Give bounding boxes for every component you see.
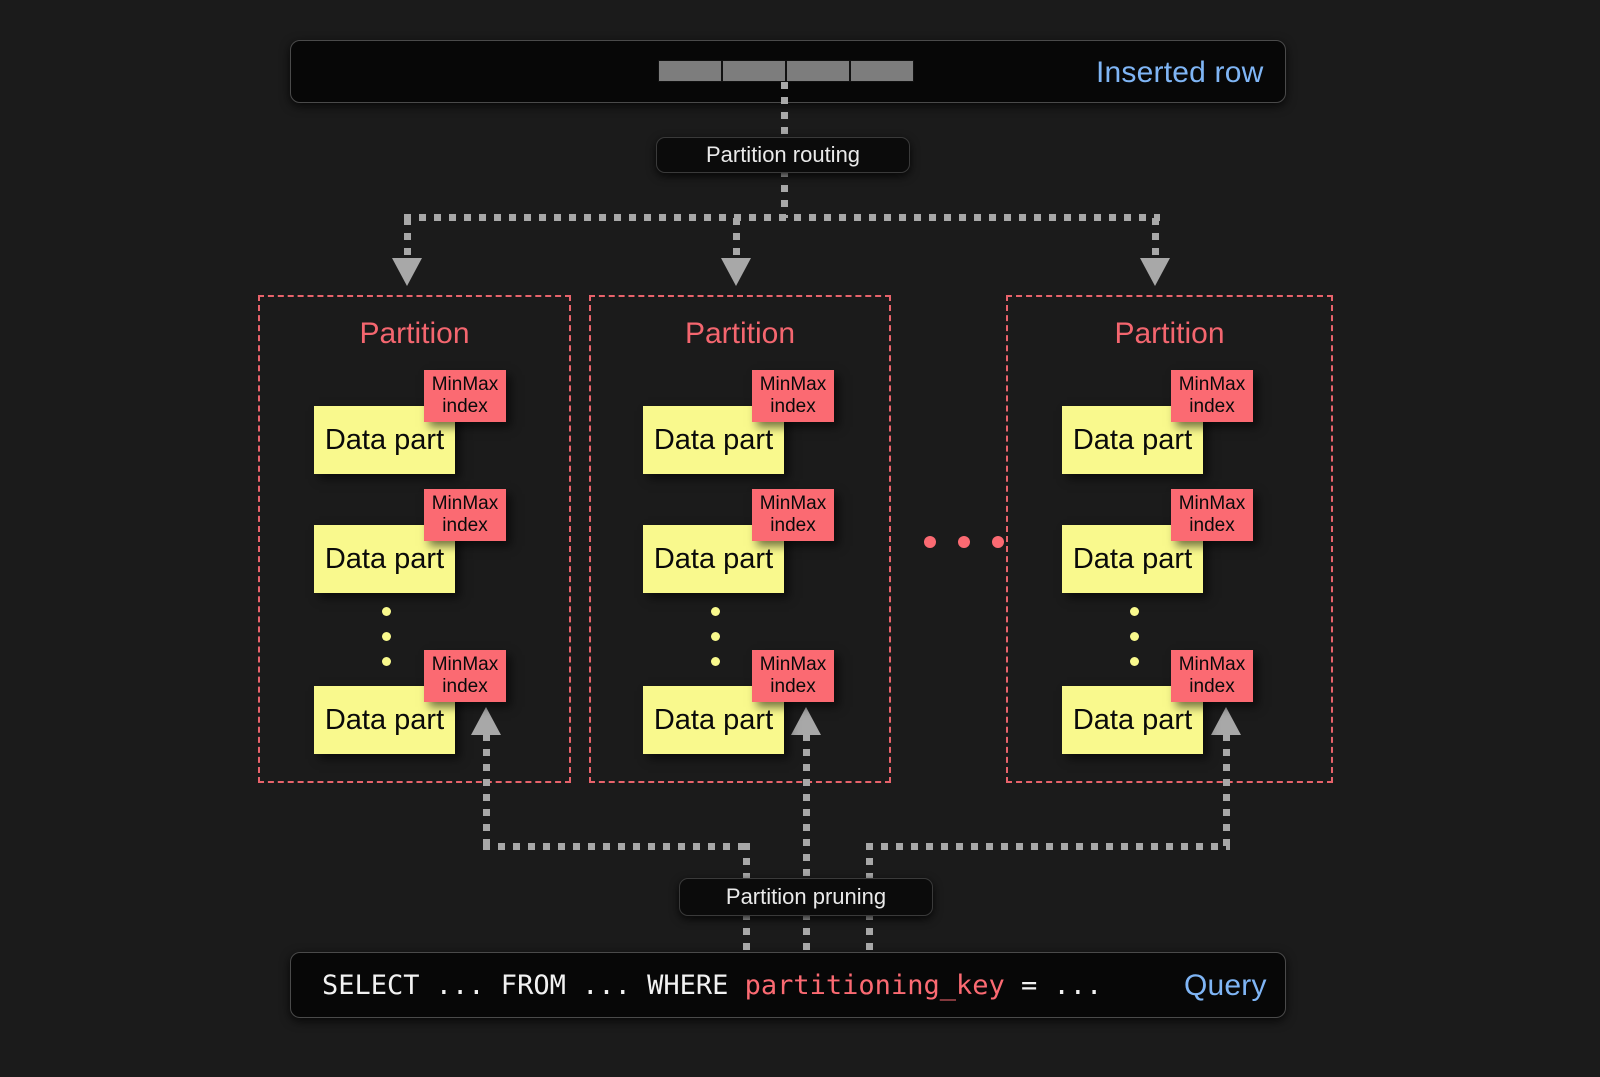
data-part-box: Data part [1062, 686, 1203, 754]
connector-pruning-bus-right [866, 843, 1230, 850]
arrowhead-to-partition-2-read [791, 707, 821, 735]
inserted-row-cells [658, 60, 914, 82]
inserted-row-cell [722, 60, 786, 82]
connector-bus-to-partition-2 [733, 218, 740, 262]
connector-pruning-to-partition-2 [803, 734, 810, 880]
connector-pruning-bus-right-drop [866, 843, 873, 881]
query-label: Query [1184, 969, 1267, 1002]
data-parts-ellipsis [382, 607, 391, 682]
connector-pruning-bus-left-drop [743, 843, 750, 881]
connector-routing-to-bus [781, 170, 788, 218]
partition-title: Partition [1114, 317, 1225, 350]
partition-title: Partition [359, 317, 470, 350]
partition-title: Partition [684, 317, 796, 350]
connector-pruning-to-query-center [803, 913, 810, 953]
connector-bus-to-partition-3 [1152, 218, 1159, 262]
arrowhead-to-partition-1 [392, 258, 422, 286]
arrowhead-to-partition-1-read [471, 707, 501, 735]
connector-pruning-to-partition-1 [483, 734, 490, 846]
partition-box-3: Partition [1006, 295, 1333, 783]
inserted-row-cell [786, 60, 850, 82]
data-parts-ellipsis [1130, 607, 1139, 682]
data-parts-ellipsis [711, 607, 720, 682]
data-part-box: Data part [314, 406, 455, 474]
query-text-before: SELECT ... FROM ... WHERE [322, 970, 745, 1001]
connector-pruning-to-query-right [866, 913, 873, 953]
connector-pruning-bus-left [483, 843, 743, 850]
arrowhead-to-partition-3 [1140, 258, 1170, 286]
data-part-box: Data part [1062, 525, 1203, 593]
inserted-row-cell [850, 60, 914, 82]
query-sql-text: SELECT ... FROM ... WHERE partitioning_k… [322, 970, 1102, 1001]
connector-pruning-to-query-left [743, 913, 750, 953]
partition-box-1: Partition [258, 295, 571, 783]
connector-distribution-bus [404, 214, 1160, 221]
query-bar [290, 952, 1286, 1018]
partition-routing-chip[interactable]: Partition routing [656, 137, 910, 173]
arrowhead-to-partition-2 [721, 258, 751, 286]
partition-box-2: Partition [589, 295, 891, 783]
arrowhead-to-partition-3-read [1211, 707, 1241, 735]
inserted-row-label: Inserted row [1096, 56, 1264, 89]
partition-pruning-chip[interactable]: Partition pruning [679, 878, 933, 916]
partitions-ellipsis [924, 536, 1004, 548]
connector-row-to-routing [781, 82, 788, 140]
query-partitioning-key: partitioning_key [744, 970, 1005, 1001]
inserted-row-cell [658, 60, 722, 82]
query-text-after: = ... [1004, 970, 1103, 1001]
connector-pruning-to-partition-3 [1223, 734, 1230, 846]
connector-bus-to-partition-1 [404, 218, 411, 262]
